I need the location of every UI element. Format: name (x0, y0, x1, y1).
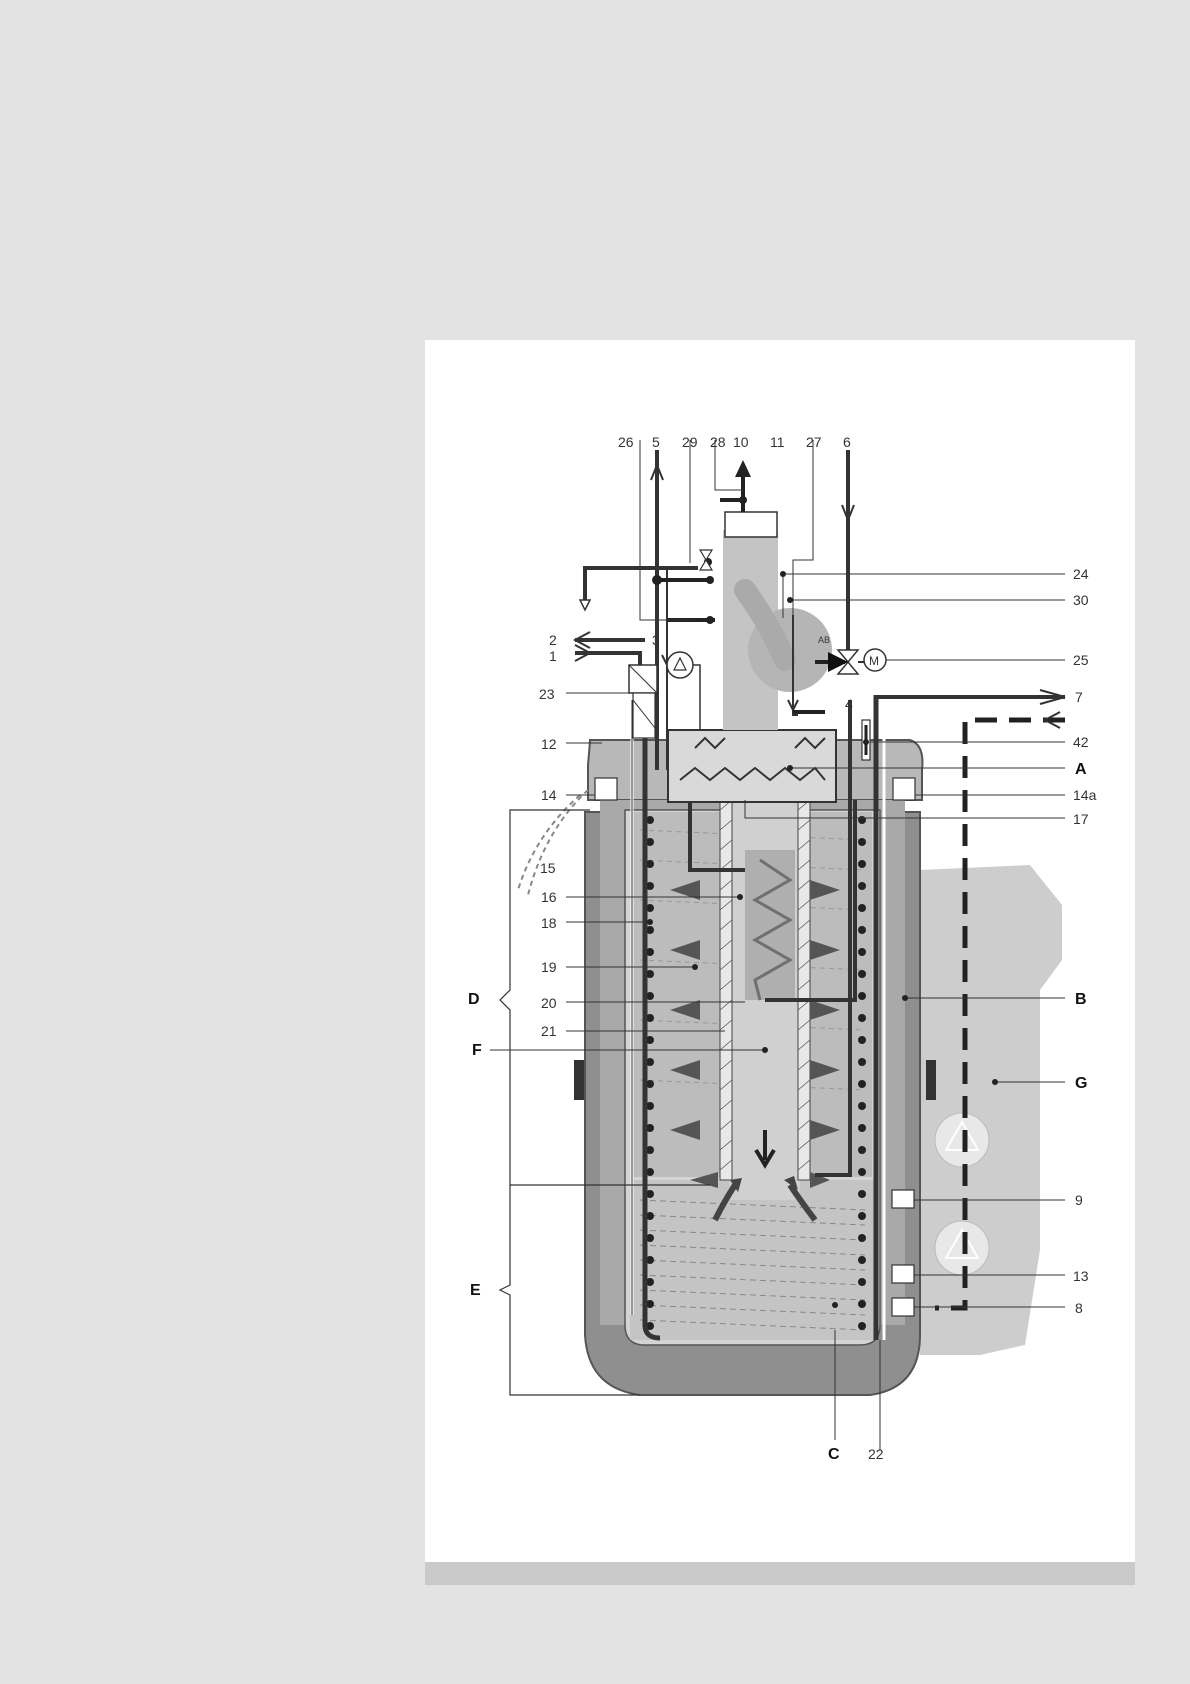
label-6: 6 (843, 434, 851, 450)
label-7: 7 (1075, 689, 1083, 705)
label-8: 8 (1075, 1300, 1083, 1316)
label-5: 5 (652, 434, 660, 450)
casing-region-g (920, 865, 1062, 1355)
label-21: 21 (541, 1023, 557, 1039)
label-a: A (1075, 761, 1087, 778)
label-42: 42 (1073, 734, 1089, 750)
flue-wall-left (720, 800, 732, 1180)
chimney-top (725, 512, 777, 537)
label-e: E (470, 1282, 481, 1299)
label-b: B (1075, 991, 1087, 1008)
label-11: 11 (770, 434, 785, 450)
label-4: 4 (845, 696, 853, 712)
label-14: 14 (541, 787, 557, 803)
label-26: 26 (618, 434, 634, 450)
flue-wall-right (798, 800, 810, 1180)
label-29: 29 (682, 434, 698, 450)
label-25: 25 (1073, 652, 1089, 668)
circulation-pump-icon (667, 652, 693, 678)
label-g: G (1075, 1075, 1087, 1092)
label-28: 28 (710, 434, 726, 450)
label-24: 24 (1073, 566, 1089, 582)
label-d: D (468, 991, 480, 1008)
label-3: 3 (652, 632, 660, 648)
label-2: 2 (549, 632, 557, 648)
valve-port-label: AB (818, 635, 830, 645)
label-17: 17 (1073, 811, 1089, 827)
label-f: F (472, 1042, 482, 1059)
label-20: 20 (541, 995, 557, 1011)
motor-symbol: M (869, 654, 879, 668)
label-9: 9 (1075, 1192, 1083, 1208)
label-13: 13 (1073, 1268, 1089, 1284)
hatch-15 (528, 790, 588, 895)
water-region-c (630, 1180, 875, 1340)
label-1: 1 (549, 648, 557, 664)
label-12: 12 (541, 736, 557, 752)
label-10: 10 (733, 434, 749, 450)
label-30: 30 (1073, 592, 1089, 608)
label-c: C (828, 1446, 840, 1463)
handle-left (574, 1060, 584, 1100)
label-15: 15 (540, 860, 556, 876)
label-27: 27 (806, 434, 822, 450)
label-23: 23 (539, 686, 555, 702)
label-18: 18 (541, 915, 557, 931)
label-14a: 14a (1073, 787, 1097, 803)
drain-branch (585, 568, 698, 600)
label-19: 19 (541, 959, 557, 975)
label-16: 16 (541, 889, 557, 905)
label-22: 22 (868, 1446, 884, 1462)
handle-right (926, 1060, 936, 1100)
combustion-chamber-a (668, 730, 836, 802)
